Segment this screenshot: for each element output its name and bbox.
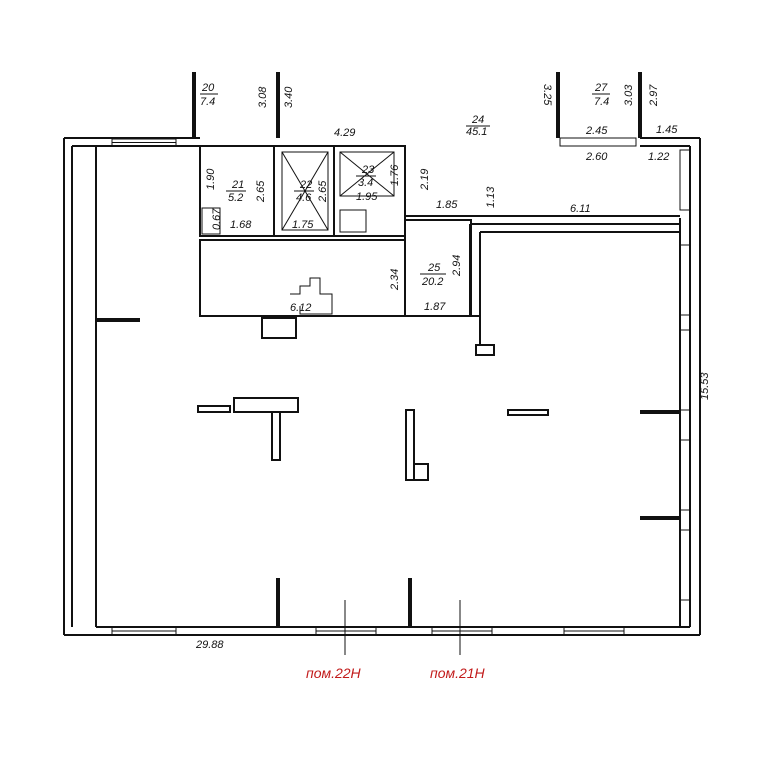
- dim-1-68: 1.68: [230, 219, 252, 231]
- dim-1-45: 1.45: [656, 124, 678, 136]
- room-25-number: 25: [427, 262, 441, 274]
- room-23-number: 23: [361, 164, 375, 176]
- interior-elements: [96, 318, 680, 655]
- stair-hall: [199, 239, 406, 339]
- dim-2-97: 2.97: [648, 84, 660, 107]
- dim-1-13: 1.13: [485, 186, 497, 208]
- dim-2-34: 2.34: [389, 269, 401, 291]
- room-27-area: 7.4: [594, 96, 609, 108]
- dim-2-19: 2.19: [419, 169, 431, 191]
- room-22-area: 4.6: [296, 192, 312, 204]
- premise-21n-label: пом.21Н: [430, 665, 486, 681]
- room-21-area: 5.2: [228, 192, 243, 204]
- dim-1-22: 1.22: [648, 151, 669, 163]
- room-23-area: 3.4: [358, 177, 373, 189]
- dim-1-87: 1.87: [424, 301, 446, 313]
- dim-6-11: 6.11: [570, 203, 591, 215]
- room-22-number: 22: [299, 179, 312, 191]
- dim-4-29: 4.29: [334, 127, 355, 139]
- room-24-area: 45.1: [466, 126, 487, 138]
- dim-3-08: 3.08: [257, 86, 269, 108]
- dim-3-25: 3.25: [541, 84, 553, 106]
- room-25-block: [404, 215, 680, 356]
- dim-3-40: 3.40: [283, 86, 295, 108]
- premise-22n-label: пом.22Н: [306, 665, 362, 681]
- dim-2-45: 2.45: [585, 125, 608, 137]
- room-labels: 20 7.4 24 45.1 27 7.4 21 5.2 22 4.6 23 3…: [200, 82, 610, 314]
- core-block: [199, 145, 406, 237]
- stair-label: 6.12: [290, 302, 311, 314]
- room-27-number: 27: [594, 82, 608, 94]
- windows: [111, 137, 691, 636]
- outer-walls: [63, 137, 701, 636]
- dim-1-75: 1.75: [292, 219, 314, 231]
- horizontal-dimensions: 4.29 2.45 1.45 2.60 1.22 1.95 1.68 1.75 …: [195, 124, 678, 651]
- dim-29-88: 29.88: [195, 639, 224, 651]
- dim-2-60: 2.60: [585, 151, 608, 163]
- room-20-number: 20: [201, 82, 215, 94]
- dim-1-85: 1.85: [436, 199, 458, 211]
- dim-2-65b: 2.65: [317, 180, 329, 203]
- premise-labels: пом.22Н пом.21Н: [306, 665, 486, 681]
- room-25-area: 20.2: [421, 276, 443, 288]
- dim-0-67: 0.67: [211, 208, 223, 230]
- room-20-area: 7.4: [200, 96, 215, 108]
- room-24-number: 24: [471, 114, 484, 126]
- dim-1-76: 1.76: [389, 164, 401, 186]
- dim-2-94: 2.94: [451, 255, 463, 277]
- room-21-number: 21: [231, 179, 244, 191]
- balcony-stubs: [192, 72, 642, 138]
- vertical-dimensions: 3.08 3.40 3.25 3.03 2.97 1.90 2.65 2.65 …: [205, 84, 711, 400]
- dim-1-90: 1.90: [205, 168, 217, 190]
- dim-15-53: 15.53: [699, 372, 711, 400]
- dim-3-03: 3.03: [623, 84, 635, 106]
- dim-2-65a: 2.65: [255, 180, 267, 203]
- dim-1-95: 1.95: [356, 191, 378, 203]
